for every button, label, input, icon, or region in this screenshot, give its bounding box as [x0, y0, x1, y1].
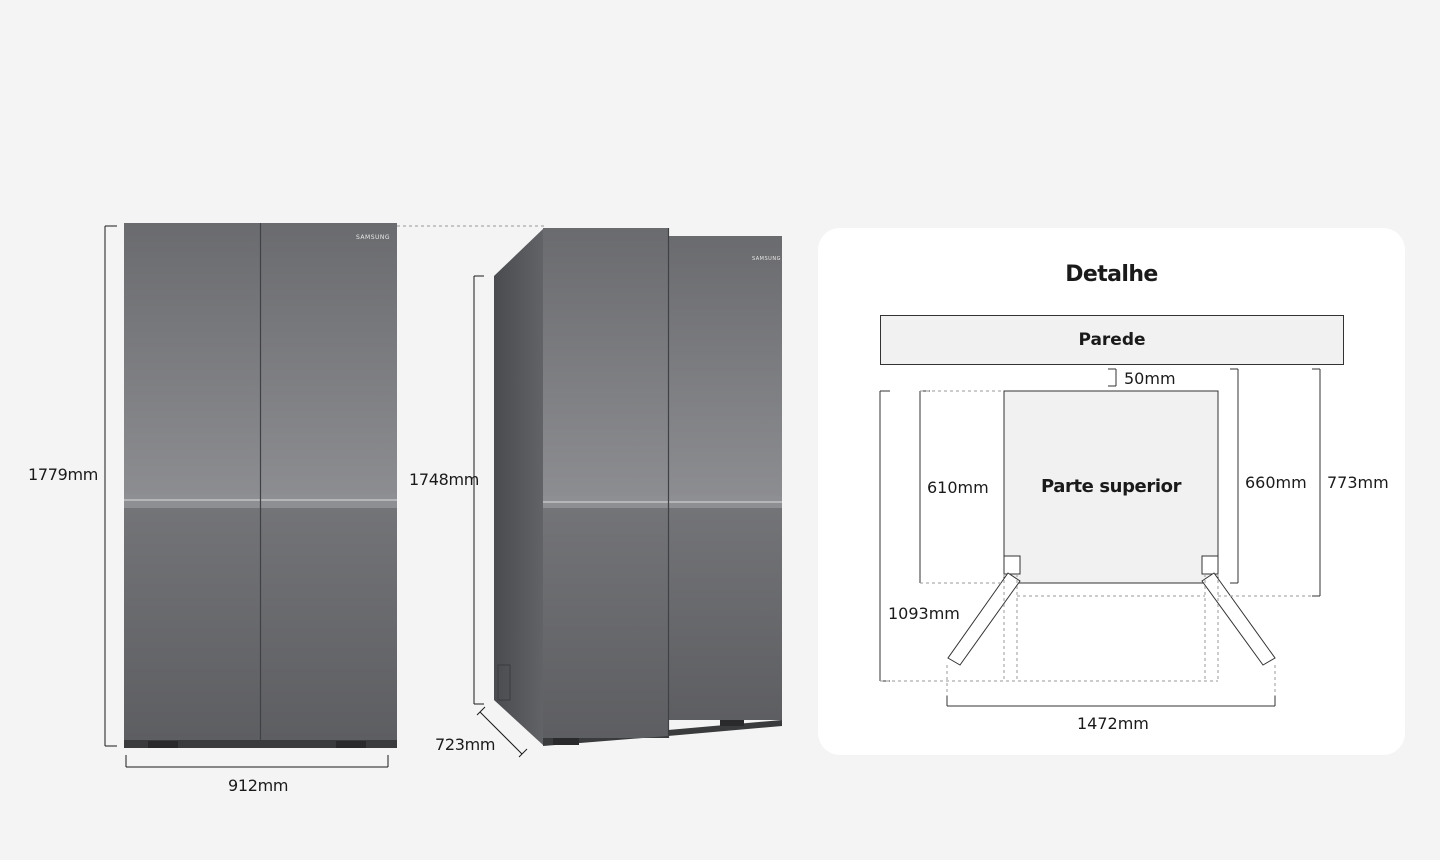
front-width-label: 912mm [228, 776, 289, 795]
wall-label: Parede [1078, 330, 1146, 350]
front-brand-logo: SAMSUNG [356, 234, 391, 241]
front-upper-left-door [124, 223, 260, 494]
front-upper-right-door [261, 223, 397, 494]
depth-660-label: 660mm [1245, 473, 1307, 492]
side-height-label: 1748mm [409, 470, 480, 489]
side-panel [494, 229, 543, 745]
front-height-label: 1779mm [28, 465, 99, 484]
depth-610-label: 610mm [927, 478, 989, 497]
door-open-width-label: 1472mm [1077, 714, 1149, 733]
wall-box: Parede [880, 315, 1344, 365]
gap-label: 50mm [1124, 369, 1176, 388]
top-view-diagram [879, 368, 1321, 707]
top-view-label: Parte superior [1040, 475, 1182, 497]
side-depth-label: 723mm [435, 735, 496, 754]
side-upper-right-door [669, 236, 782, 496]
depth-773-label: 773mm [1327, 473, 1389, 492]
door-open-depth-label: 1093mm [888, 604, 960, 623]
detail-panel: Detalhe Parede [818, 228, 1405, 755]
side-fridge [494, 228, 782, 746]
side-upper-left-door [543, 228, 668, 496]
left-door-open [947, 572, 1021, 666]
side-lower-left-door [543, 508, 668, 738]
front-lower-right-door [261, 508, 397, 740]
front-lower-left-door [124, 508, 260, 740]
side-brand-logo: SAMSUNG [752, 256, 781, 262]
fridge-top-rect [1003, 390, 1219, 584]
front-fridge [124, 223, 397, 748]
side-lower-right-door [669, 508, 782, 720]
right-door-open [1201, 572, 1276, 666]
detail-title: Detalhe [1065, 262, 1158, 287]
